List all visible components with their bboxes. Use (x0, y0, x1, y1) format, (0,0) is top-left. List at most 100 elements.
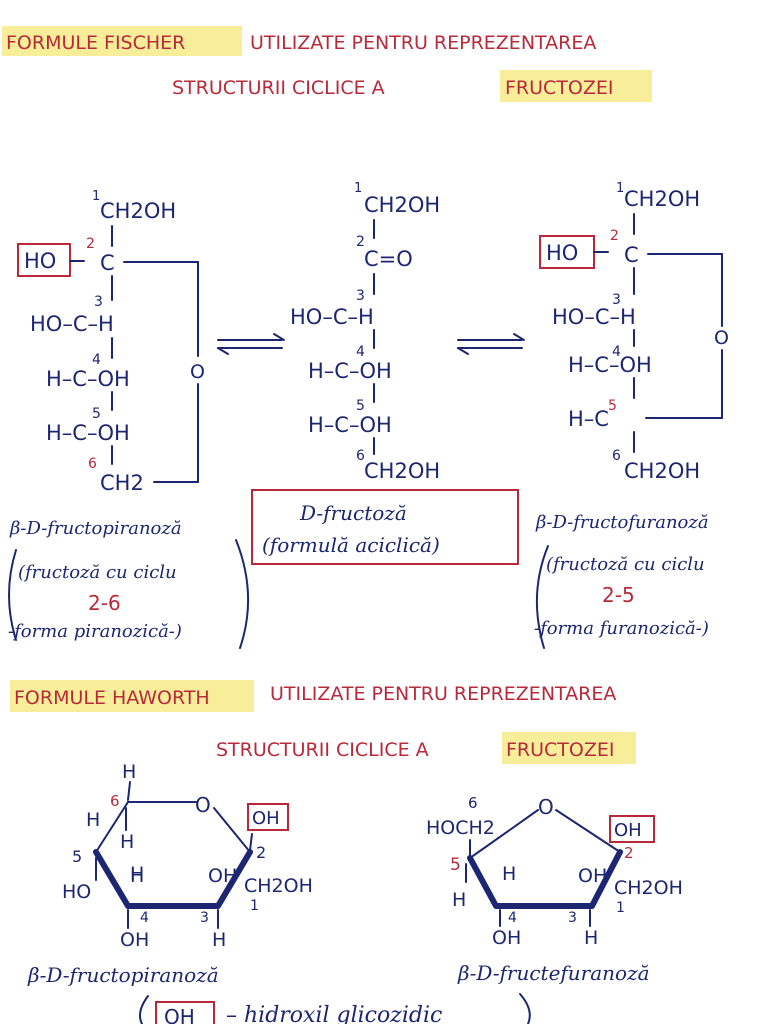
acy-name2: (formulă aciclică) (262, 533, 440, 557)
fischer-header-line2: STRUCTURII CICLICE A (172, 77, 385, 99)
acy-c5: H–C–OH (308, 413, 392, 437)
acy-c3: HO–C–H (290, 305, 374, 329)
hp-edge-c6-c5 (95, 801, 129, 853)
pyr-c2-num: 2 (86, 236, 95, 252)
footer-note: OH – hidroxil glicozidic (139, 993, 531, 1024)
fischer-acyclic: 1 CH2OH 2 C=O 3 HO–C–H 4 H–C–OH 5 H–C–OH… (251, 181, 519, 565)
fischer-highlight-box (2, 26, 242, 56)
hp-c3-num: 3 (200, 910, 209, 926)
acy-name1: D-fructoză (299, 501, 407, 525)
hf-c4-num: 4 (508, 910, 517, 926)
fur-c5-num: 5 (608, 398, 617, 414)
pyr-desc3: -forma piranozică-) (8, 621, 182, 642)
equilibrium-arrow-left (217, 333, 285, 355)
haworth-header: FORMULE HAWORTH UTILIZATE PENTRU REPREZE… (10, 680, 636, 764)
fur-c6: CH2OH (624, 459, 700, 483)
footer-oh-box (155, 1001, 215, 1024)
acy-c2-num: 2 (356, 234, 365, 250)
pyr-c5-num: 5 (92, 406, 101, 422)
hf-edge-c5-o (469, 809, 539, 859)
hp-oh-box (247, 803, 289, 831)
haworth-header-highlight: FORMULE HAWORTH (14, 687, 210, 709)
acy-c1-num: 1 (354, 181, 362, 196)
hf-c2-ch2oh: CH2OH (614, 877, 683, 899)
fischer-header: FORMULE FISCHER UTILIZATE PENTRU REPREZE… (2, 26, 652, 102)
pyr-c4: H–C–OH (46, 367, 130, 391)
pyr-left-paren (8, 549, 17, 641)
hf-ring-o: O (538, 795, 554, 819)
fischer-furanose: 1 CH2OH HO 2 C 3 HO–C–H 4 H–C–OH 5 H–C 6… (534, 181, 729, 649)
hp-c2-ch2oh: CH2OH (244, 875, 313, 897)
fur-desc1: (fructoză cu ciclu (546, 554, 705, 575)
pyr-c2-c: C (100, 251, 115, 275)
hp-c6-h-down: H (120, 831, 134, 853)
hf-c1-num: 1 (616, 900, 625, 916)
hp-c6-h-top: H (122, 761, 136, 783)
fur-c2-num: 2 (610, 228, 619, 244)
hp-front-edges (93, 849, 253, 909)
fur-name: β-D-fructofuranoză (535, 512, 709, 533)
hp-edge-o-c2 (213, 807, 251, 853)
footer-left-paren (139, 995, 149, 1024)
hp-name: β-D-fructopiranoză (27, 963, 219, 987)
hp-c3-oh: OH (208, 865, 237, 887)
fur-c3-num: 3 (612, 292, 621, 308)
fur-c1-num: 1 (616, 181, 624, 196)
pyr-desc2: 2-6 (88, 591, 121, 615)
fur-ring-o: O (714, 327, 729, 349)
pyr-c6-num: 6 (88, 456, 97, 472)
fischer-fructozei-highlight (500, 70, 652, 102)
acy-c4: H–C–OH (308, 359, 392, 383)
pyr-c6: CH2 (100, 471, 144, 495)
fur-c1: CH2OH (624, 187, 700, 211)
pyr-right-paren (235, 539, 250, 649)
pyr-c5: H–C–OH (46, 421, 130, 445)
hp-c5-ho: HO (62, 881, 91, 903)
hp-ring-o: O (195, 793, 211, 817)
acy-c5-num: 5 (356, 398, 365, 414)
pyr-name: β-D-fructopiranoză (9, 518, 182, 539)
haworth-header-line1: UTILIZATE PENTRU REPREZENTAREA (270, 683, 616, 705)
haworth-header-line2: STRUCTURII CICLICE A (216, 739, 429, 761)
fur-c4: H–C–OH (568, 353, 652, 377)
fur-c3: HO–C–H (552, 305, 636, 329)
hp-c4-num: 4 (140, 910, 149, 926)
acy-c3-num: 3 (356, 288, 365, 304)
hf-c4-oh: OH (492, 927, 521, 949)
hp-c5-h: H (130, 865, 144, 887)
hp-c3-h: H (212, 929, 226, 951)
fischer-header-highlight: FORMULE FISCHER (6, 32, 185, 54)
footer-right-paren (519, 993, 531, 1024)
pyr-c1-num: 1 (92, 189, 100, 204)
hp-c4-oh: OH (120, 929, 149, 951)
haworth-pyranose: O H 6 H H 5 HO H OH 2 CH2OH 1 OH 3 H 4 O… (27, 761, 313, 987)
fur-c5: H–C (568, 407, 609, 431)
hf-c5-num: 5 (450, 855, 461, 875)
pyr-c4-num: 4 (92, 352, 101, 368)
fur-c2-c: C (624, 243, 639, 267)
acy-c6: CH2OH (364, 459, 440, 483)
fischer-header-line1: UTILIZATE PENTRU REPREZENTAREA (250, 32, 596, 54)
fur-c2-ho: HO (546, 241, 578, 265)
hp-anomeric-oh: OH (252, 808, 280, 829)
hp-c5-num: 5 (72, 847, 82, 866)
hf-c3-h: H (584, 927, 598, 949)
acy-c2: C=O (364, 247, 413, 271)
pyr-c2-ho: HO (24, 249, 56, 273)
fischer-pyranose: 1 CH2OH HO 2 C 3 HO–C–H 4 H–C–OH 5 H–C–O… (8, 189, 250, 649)
hf-c5-h-ring: H (502, 863, 516, 885)
pyr-c3: HO–C–H (30, 312, 114, 336)
fur-c6-num: 6 (612, 448, 621, 464)
hf-oh-box (609, 815, 655, 843)
hf-c6-num: 6 (468, 794, 478, 812)
haworth-fructozei-highlight (502, 732, 636, 764)
acy-c6-num: 6 (356, 448, 365, 464)
hp-c2-num: 2 (256, 843, 266, 862)
hp-c6-num: 6 (110, 792, 120, 810)
acy-c1: CH2OH (364, 193, 440, 217)
acy-name-box (251, 489, 519, 565)
fur-desc2: 2-5 (602, 583, 635, 607)
hf-c2-num: 2 (624, 844, 634, 862)
hf-c6-label: HOCH2 (426, 817, 495, 839)
